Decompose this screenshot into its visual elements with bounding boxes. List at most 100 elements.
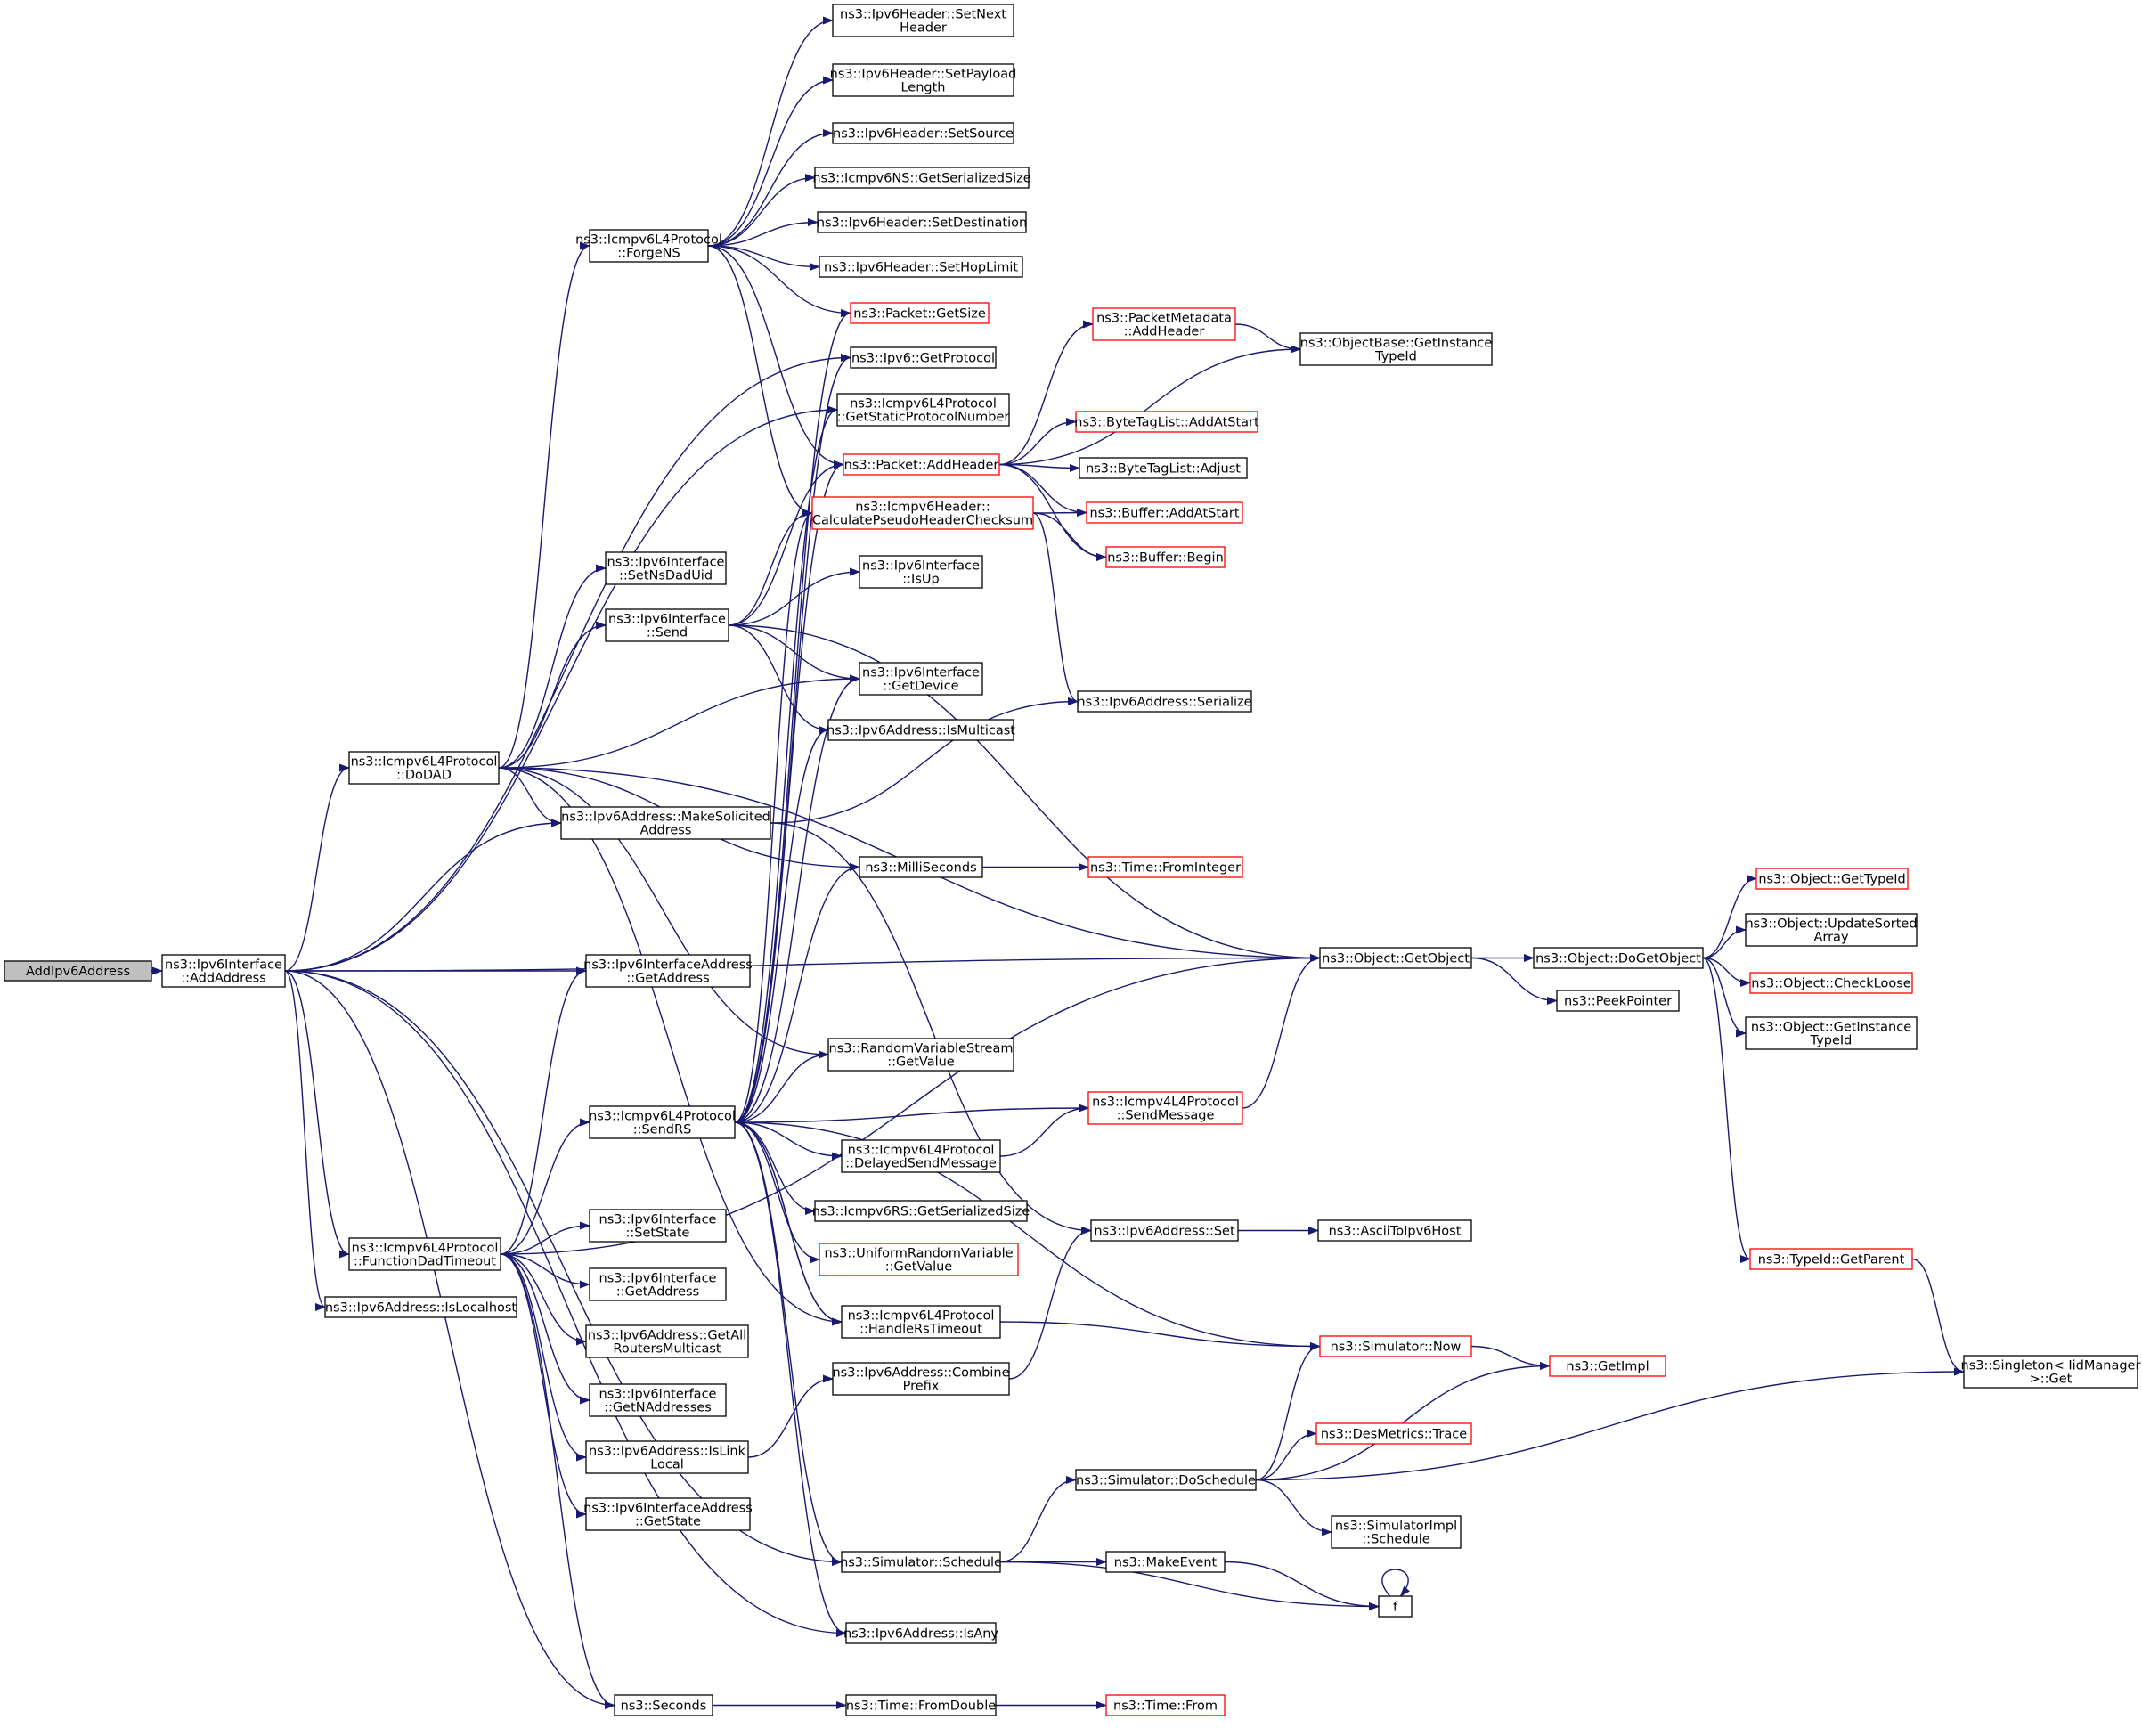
function-node-box[interactable] bbox=[841, 1139, 1001, 1173]
function-node[interactable]: ns3::MakeEvent bbox=[1105, 1551, 1226, 1573]
function-node[interactable]: ns3::Time::FromInteger bbox=[1087, 856, 1243, 878]
function-node[interactable]: ns3::Ipv6Interface::SetState bbox=[589, 1209, 727, 1243]
function-node-box[interactable] bbox=[1075, 411, 1258, 433]
function-node[interactable]: ns3::Object::DoGetObject bbox=[1533, 947, 1704, 969]
function-node-box[interactable] bbox=[1556, 990, 1680, 1012]
function-node-box[interactable] bbox=[1079, 457, 1248, 479]
function-node[interactable]: ns3::Singleton< IidManager>::Get bbox=[1961, 1355, 2141, 1389]
function-node[interactable]: ns3::Ipv6Interface::AddAddress bbox=[161, 954, 286, 988]
function-node[interactable]: ns3::Ipv6Interface::GetDevice bbox=[859, 662, 983, 696]
function-node[interactable]: ns3::Ipv6::GetProtocol bbox=[850, 346, 997, 369]
function-node[interactable]: ns3::ByteTagList::Adjust bbox=[1079, 457, 1248, 479]
function-node[interactable]: ns3::Object::GetTypeId bbox=[1755, 868, 1909, 890]
function-node[interactable]: ns3::Buffer::Begin bbox=[1105, 546, 1226, 568]
function-node[interactable]: ns3::Ipv6Interface::Send bbox=[605, 608, 729, 642]
function-node-box[interactable] bbox=[845, 1622, 997, 1644]
function-node-box[interactable] bbox=[161, 954, 286, 988]
function-node[interactable]: ns3::Ipv6Address::IsLocalhost bbox=[324, 1296, 517, 1318]
function-node-box[interactable] bbox=[589, 1267, 727, 1301]
function-node-box[interactable] bbox=[1533, 947, 1704, 969]
function-node-box[interactable] bbox=[614, 1694, 713, 1716]
function-node[interactable]: ns3::Ipv6Interface::SetNsDadUid bbox=[605, 551, 727, 585]
function-node-box[interactable] bbox=[819, 256, 1023, 278]
function-node-box[interactable] bbox=[850, 346, 997, 369]
function-node[interactable]: ns3::Icmpv6L4Protocol::GetStaticProtocol… bbox=[836, 393, 1010, 427]
function-node-box[interactable] bbox=[859, 856, 983, 878]
function-node[interactable]: AddIpv6Address bbox=[4, 960, 152, 982]
function-node-box[interactable] bbox=[1105, 546, 1226, 568]
function-node-box[interactable] bbox=[589, 1209, 727, 1243]
function-node-box[interactable] bbox=[1319, 1335, 1472, 1357]
function-node[interactable]: ns3::SimulatorImpl::Schedule bbox=[1331, 1515, 1462, 1549]
function-node[interactable]: ns3::Simulator::Schedule bbox=[840, 1551, 1002, 1573]
function-node-box[interactable] bbox=[1315, 1422, 1472, 1445]
function-node-box[interactable] bbox=[1749, 972, 1913, 994]
function-node-box[interactable] bbox=[1299, 332, 1493, 366]
function-node-box[interactable] bbox=[814, 1200, 1028, 1222]
function-node-box[interactable] bbox=[1749, 1248, 1913, 1270]
function-node[interactable]: ns3::PacketMetadata::AddHeader bbox=[1092, 307, 1236, 341]
function-node-box[interactable] bbox=[827, 719, 1014, 741]
function-node[interactable]: ns3::Packet::AddHeader bbox=[843, 453, 1000, 476]
function-node[interactable]: ns3::Ipv6InterfaceAddress::GetState bbox=[583, 1497, 753, 1531]
function-node[interactable]: ns3::Ipv6Address::Set bbox=[1090, 1219, 1239, 1242]
function-node-box[interactable] bbox=[1317, 1219, 1472, 1242]
function-node[interactable]: ns3::Ipv6Interface::GetNAddresses bbox=[589, 1383, 727, 1417]
function-node-box[interactable] bbox=[859, 662, 983, 696]
function-node[interactable]: ns3::UniformRandomVariable::GetValue bbox=[819, 1243, 1019, 1276]
function-node[interactable]: ns3::Icmpv4L4Protocol::SendMessage bbox=[1087, 1091, 1243, 1125]
function-node[interactable]: ns3::Object::GetObject bbox=[1319, 947, 1472, 969]
function-node-box[interactable] bbox=[1331, 1515, 1462, 1549]
function-node-box[interactable] bbox=[348, 751, 500, 785]
function-node-box[interactable] bbox=[843, 453, 1000, 476]
function-node[interactable]: ns3::Buffer::AddAtStart bbox=[1086, 501, 1243, 524]
function-node-box[interactable] bbox=[4, 960, 152, 982]
function-node-box[interactable] bbox=[859, 555, 983, 589]
function-node-box[interactable] bbox=[1319, 947, 1472, 969]
function-node[interactable]: ns3::Time::From bbox=[1105, 1694, 1226, 1716]
function-node-box[interactable] bbox=[1755, 868, 1909, 890]
function-node-box[interactable] bbox=[811, 496, 1034, 530]
function-node-box[interactable] bbox=[814, 167, 1030, 189]
function-node[interactable]: ns3::TypeId::GetParent bbox=[1749, 1248, 1913, 1270]
function-node-box[interactable] bbox=[832, 122, 1014, 144]
function-node-box[interactable] bbox=[845, 1694, 997, 1716]
function-node[interactable]: ns3::MilliSeconds bbox=[859, 856, 983, 878]
function-node-box[interactable] bbox=[1963, 1355, 2138, 1389]
function-node-box[interactable] bbox=[589, 229, 709, 263]
function-node-box[interactable] bbox=[1077, 690, 1252, 713]
function-node-box[interactable] bbox=[1075, 1469, 1257, 1491]
function-node-box[interactable] bbox=[817, 211, 1027, 233]
function-node-box[interactable] bbox=[836, 393, 1010, 427]
function-node-box[interactable] bbox=[832, 1362, 1010, 1396]
function-node[interactable]: ns3::Time::FromDouble bbox=[845, 1694, 997, 1716]
function-node[interactable]: ns3::Object::CheckLoose bbox=[1749, 972, 1913, 994]
function-node-box[interactable] bbox=[1549, 1355, 1666, 1377]
function-node-box[interactable] bbox=[832, 63, 1014, 97]
function-node-box[interactable] bbox=[1086, 501, 1243, 524]
function-node[interactable]: ns3::Icmpv6L4Protocol::HandleRsTimeout bbox=[841, 1305, 1001, 1339]
function-node[interactable]: ns3::Simulator::Now bbox=[1319, 1335, 1472, 1357]
function-node-box[interactable] bbox=[841, 1551, 1001, 1573]
function-node-box[interactable] bbox=[1745, 1016, 1918, 1050]
function-node[interactable]: ns3::PeekPointer bbox=[1556, 990, 1680, 1012]
function-node[interactable]: ns3::Simulator::DoSchedule bbox=[1075, 1469, 1257, 1491]
function-node[interactable]: ns3::Icmpv6L4Protocol::SendRS bbox=[589, 1105, 736, 1139]
function-node[interactable]: ns3::Ipv6Address::IsAny bbox=[843, 1622, 998, 1644]
function-node-box[interactable] bbox=[605, 551, 727, 585]
function-node-box[interactable] bbox=[1105, 1694, 1226, 1716]
function-node[interactable]: ns3::ByteTagList::AddAtStart bbox=[1074, 411, 1259, 433]
function-node-box[interactable] bbox=[348, 1237, 501, 1271]
function-node-box[interactable] bbox=[841, 1305, 1001, 1339]
function-node-box[interactable] bbox=[605, 608, 729, 642]
function-node-box[interactable] bbox=[589, 1383, 727, 1417]
function-node[interactable]: ns3::Ipv6Interface::IsUp bbox=[859, 555, 983, 589]
function-node-box[interactable] bbox=[585, 1440, 749, 1474]
